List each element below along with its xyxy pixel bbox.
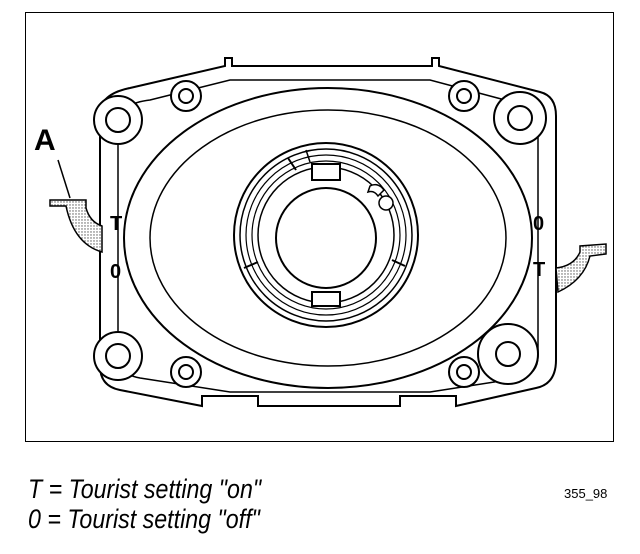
mounting-boss-bottom-left (93, 331, 143, 381)
legend-line-off: 0 = Tourist setting "off" (28, 504, 260, 534)
legend-line-on: T = Tourist setting "on" (28, 474, 262, 504)
mounting-boss-top-left (93, 95, 143, 145)
mounting-boss-top-right (493, 91, 547, 145)
right-lead (555, 243, 607, 294)
switch-mark-left-bottom: 0 (110, 261, 121, 283)
switch-mark-left-top: T (110, 213, 122, 235)
screw-boss-bottom-right (448, 356, 480, 388)
central-rotor (233, 142, 419, 328)
oval-cover-inner (149, 109, 507, 367)
switch-mark-right-bottom: T (533, 259, 545, 281)
figure-code: 355_98 (564, 486, 608, 501)
callout-a-label: A (34, 124, 56, 157)
connector-a-lead (49, 199, 103, 253)
screw-boss-top-right (448, 80, 480, 112)
callout-a-leader (57, 159, 71, 199)
mounting-boss-bottom-right (477, 323, 539, 385)
switch-mark-right-top: 0 (533, 213, 544, 235)
screw-boss-bottom-left (170, 356, 202, 388)
screw-boss-top-left (170, 80, 202, 112)
legend: T = Tourist setting "on" 0 = Tourist set… (28, 474, 261, 534)
